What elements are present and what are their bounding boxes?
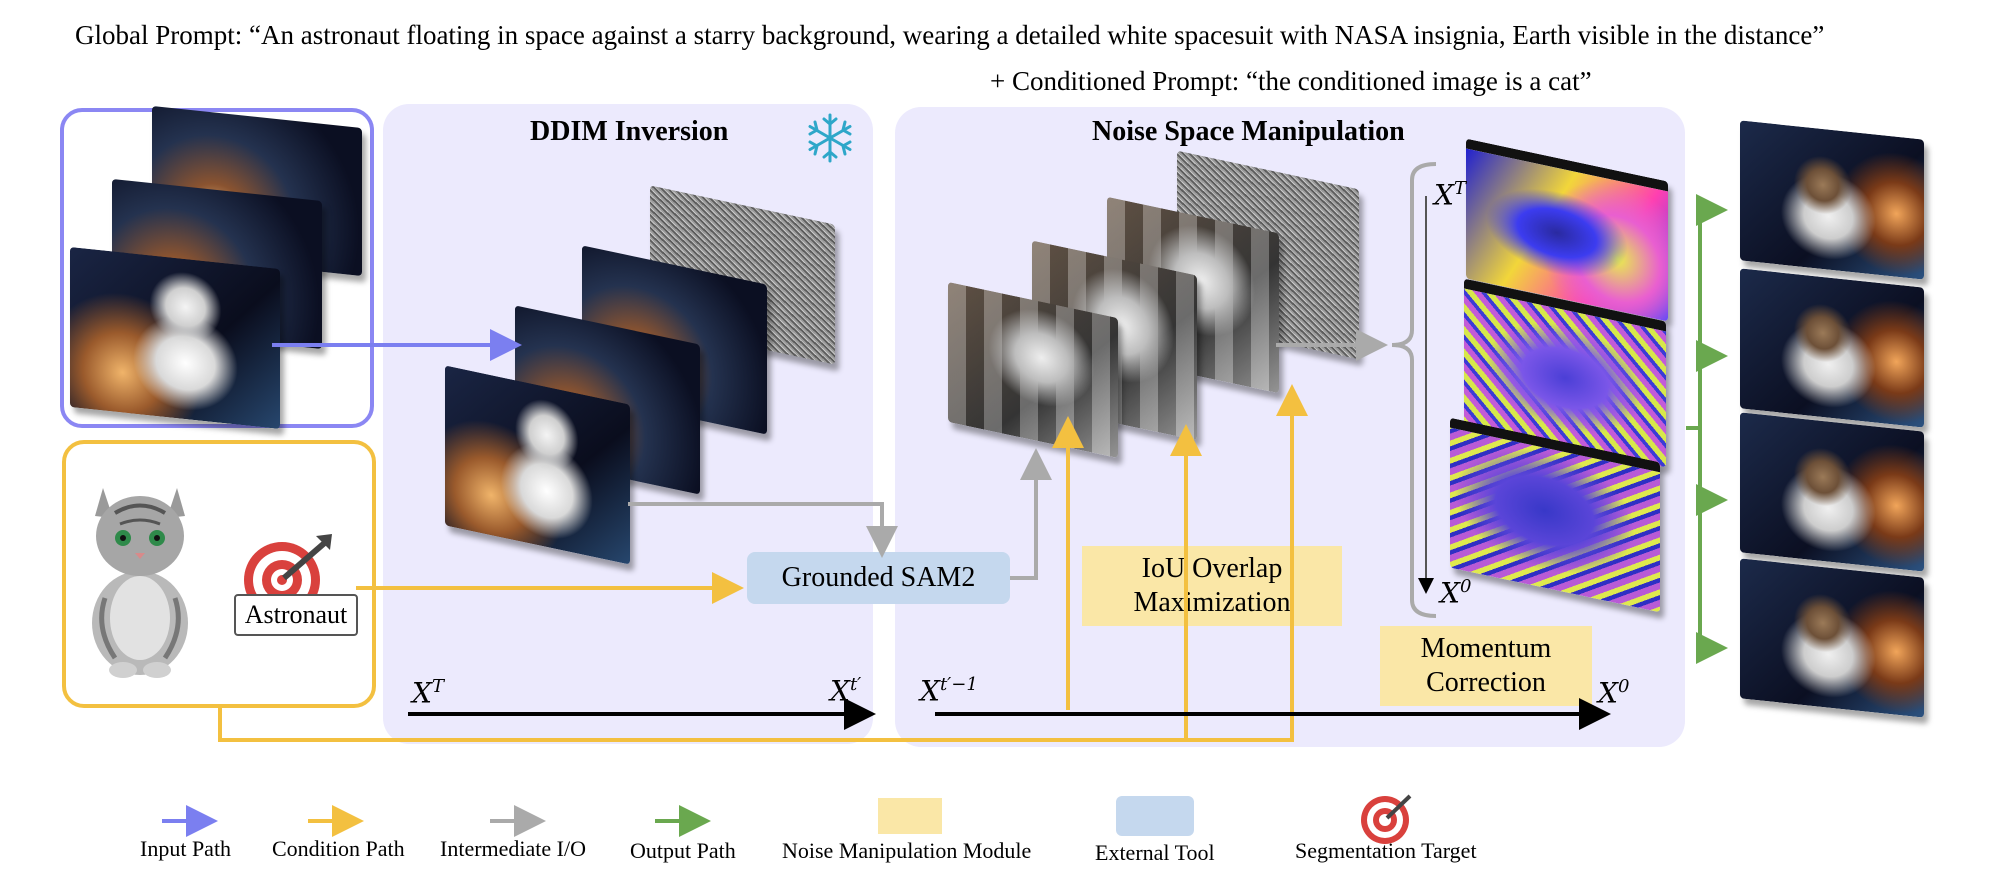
grounded-sam-box: Grounded SAM2 <box>747 552 1010 604</box>
cat-image <box>75 458 205 680</box>
noise-axis-end-label: X0 <box>1598 676 1630 710</box>
global-prompt: Global Prompt: “An astronaut floating in… <box>75 20 1825 50</box>
heatmap-bottom-label: X0 <box>1440 576 1472 610</box>
noise-axis-start-label: Xt′−1 <box>920 674 978 708</box>
ddim-axis-start-label: XT <box>412 676 444 710</box>
iou-module-box: IoU Overlap Maximization <box>1082 546 1342 626</box>
momentum-label-line1: Momentum <box>1420 633 1552 664</box>
condition-box <box>62 440 376 708</box>
legend-intermediate-label: Intermediate I/O <box>440 836 586 861</box>
conditioned-prompt: + Conditioned Prompt: “the conditioned i… <box>990 66 1592 96</box>
output-arrow-1 <box>1686 194 1728 430</box>
ddim-axis-end-label: Xt′ <box>830 674 862 708</box>
output-arrow-4 <box>1696 428 1728 664</box>
condition-to-noise-arrow <box>218 384 1308 742</box>
ddim-to-sam-arrow <box>628 502 898 558</box>
heatmap-top-label: XT <box>1434 178 1466 212</box>
momentum-label-line2: Correction <box>1426 667 1546 698</box>
snowflake-icon <box>804 112 856 164</box>
legend-target-icon <box>1361 794 1412 844</box>
input-video-box <box>60 108 374 428</box>
ddim-title: DDIM Inversion <box>530 116 729 147</box>
legend-condition-path-label: Condition Path <box>272 836 405 861</box>
legend-external-tool-label: External Tool <box>1095 840 1215 865</box>
legend-external-tool-swatch <box>1116 796 1194 836</box>
legend-output-path-label: Output Path <box>630 838 736 863</box>
heatmap-brace <box>1391 162 1437 618</box>
legend-input-path-label: Input Path <box>140 836 232 861</box>
iou-label-line1: IoU Overlap <box>1141 553 1283 584</box>
legend-graphics <box>162 794 1412 844</box>
grounded-sam-label: Grounded SAM2 <box>781 562 976 593</box>
iou-label-line2: Maximization <box>1133 587 1291 618</box>
noise-title: Noise Space Manipulation <box>1092 116 1405 147</box>
sam-to-noise-arrow <box>1010 448 1052 580</box>
legend-noise-module-swatch <box>878 798 942 834</box>
target-label: Astronaut <box>234 594 358 636</box>
legend-noise-module-label: Noise Manipulation Module <box>782 838 1032 863</box>
momentum-module-box: Momentum Correction <box>1380 626 1592 706</box>
legend-segmentation-target-label: Segmentation Target <box>1295 838 1477 863</box>
